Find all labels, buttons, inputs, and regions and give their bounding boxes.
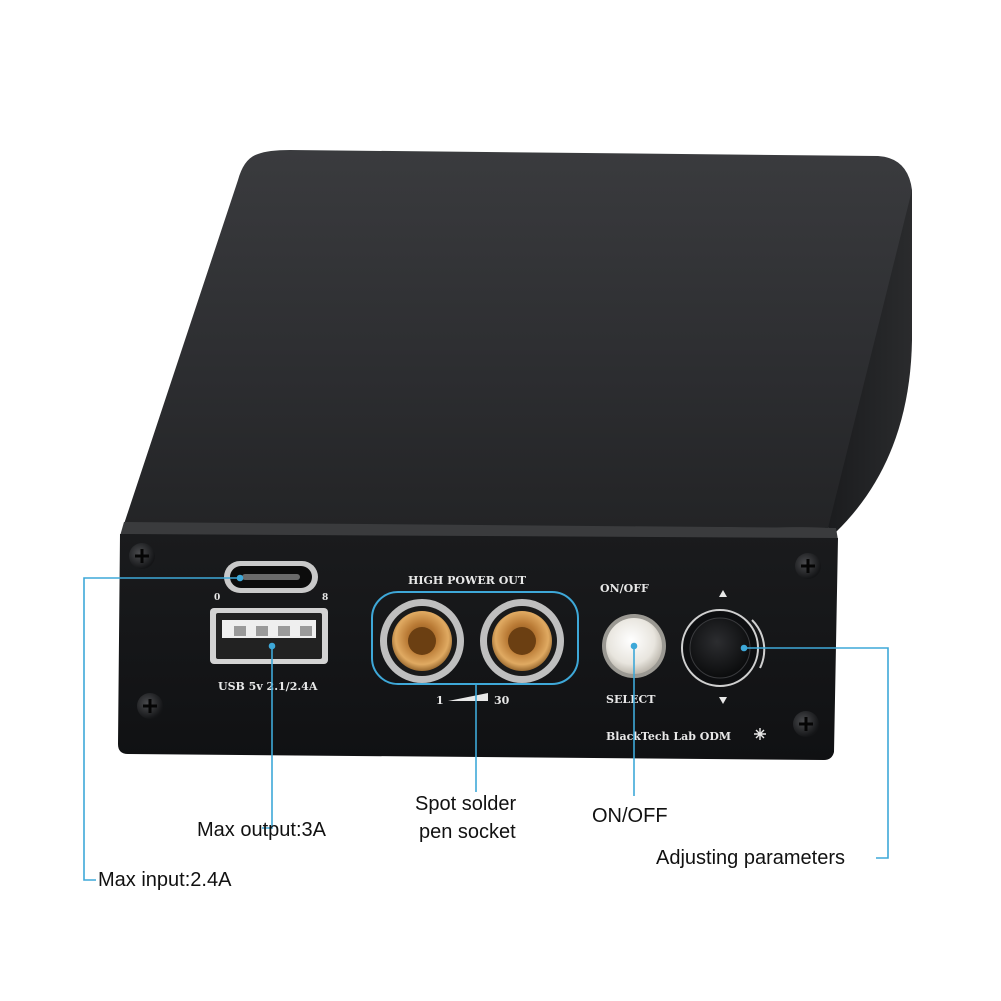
enclosure-top <box>124 150 912 528</box>
on-off-label: ON/OFF <box>600 582 649 595</box>
socket-highlight-frame <box>371 591 579 685</box>
screw-bottom-right <box>793 711 819 737</box>
brand-label: BlackTech Lab ODM <box>606 730 731 743</box>
arrow-down-icon <box>719 697 727 704</box>
callout-on-off: ON/OFF <box>592 805 668 827</box>
callout-socket-line1: Spot solder <box>415 793 517 815</box>
callout-line-max-input <box>83 577 240 881</box>
sparkle-icon <box>754 728 766 740</box>
typec-mark-left: 0 <box>214 593 220 603</box>
usb-a-port <box>210 608 328 664</box>
screw-top-left <box>129 543 155 569</box>
callout-line-max-output <box>262 646 273 829</box>
usb-c-port <box>224 561 318 593</box>
callout-adjusting: Adjusting parameters <box>656 847 845 869</box>
solder-socket-left <box>380 599 464 683</box>
select-label: SELECT <box>606 693 656 706</box>
scale-min: 1 <box>436 694 444 707</box>
typec-mark-right: 8 <box>322 593 328 603</box>
arrow-up-icon <box>719 590 727 597</box>
callout-lines <box>83 574 889 881</box>
adjust-knob[interactable] <box>681 609 766 687</box>
high-power-label: HIGH POWER OUT <box>408 574 527 587</box>
screw-bottom-left <box>137 693 163 719</box>
usb-label: USB 5v 2.1/2.4A <box>218 680 318 693</box>
solder-socket-right <box>480 599 564 683</box>
callout-max-output: Max output:3A <box>197 819 326 841</box>
screw-top-right <box>795 553 821 579</box>
scale-max: 30 <box>494 694 510 707</box>
enclosure-side <box>828 190 912 532</box>
callout-line-adjust <box>744 647 889 859</box>
callout-max-input: Max input:2.4A <box>98 869 232 891</box>
callout-socket-line2: pen socket <box>419 821 516 843</box>
scale-wedge <box>448 693 488 701</box>
